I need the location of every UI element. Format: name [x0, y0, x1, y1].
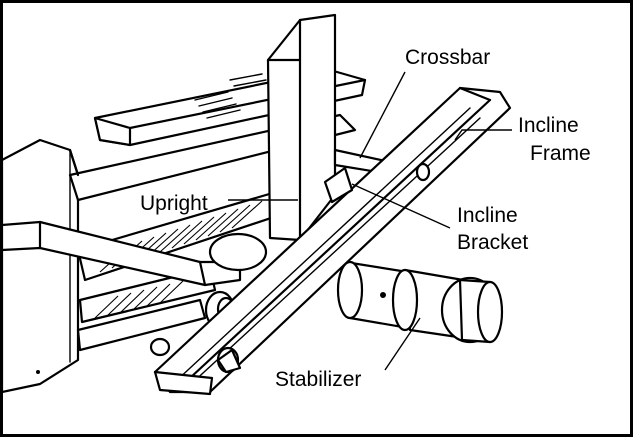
label-incline-bracket-line2: Bracket [457, 231, 528, 254]
pedal [2, 220, 242, 287]
stabilizer [149, 260, 504, 357]
label-crossbar: Crossbar [405, 46, 490, 69]
machine-body [2, 138, 207, 394]
incline-bracket [323, 166, 354, 204]
leader-lines [228, 71, 512, 371]
label-incline-frame-line1: Incline [518, 114, 579, 137]
label-upright: Upright [140, 192, 208, 215]
incline-frame [153, 86, 512, 396]
label-stabilizer: Stabilizer [275, 368, 361, 391]
upright [266, 13, 337, 242]
label-incline-frame-line2: Frame [530, 142, 591, 165]
label-incline-bracket-line1: Incline [457, 204, 518, 227]
